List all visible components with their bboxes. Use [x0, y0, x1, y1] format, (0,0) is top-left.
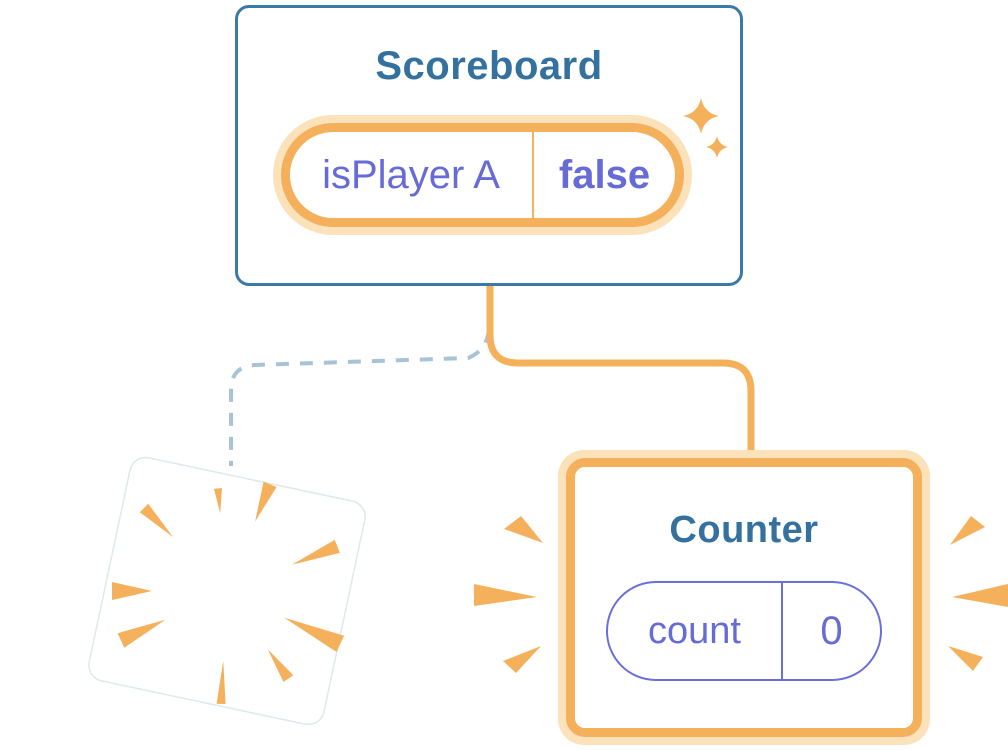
dashed-connector: [229, 329, 491, 466]
counter-title: Counter: [669, 509, 819, 551]
state-value: false: [558, 152, 651, 197]
state-value: 0: [820, 608, 843, 653]
state-key: count: [608, 583, 783, 679]
emphasis-marks-left-icon: [474, 516, 543, 673]
scoreboard-title: Scoreboard: [375, 44, 603, 88]
scoreboard-state-pill-inner: isPlayer A false: [281, 123, 684, 227]
emphasis-marks-right-icon: [948, 516, 1008, 671]
solid-connector: [486, 286, 755, 452]
burst-rays-icon: [112, 481, 345, 705]
scoreboard-card: Scoreboard isPlayer A false: [235, 5, 743, 286]
sparkle-icon: [683, 98, 728, 158]
counter-state-pill: count 0: [606, 581, 882, 681]
scoreboard-state-pill: isPlayer A false: [273, 115, 692, 235]
counter-card: Counter count 0: [558, 450, 930, 745]
counter-card-inner: Counter count 0: [566, 458, 922, 737]
state-key: isPlayer A: [290, 132, 534, 218]
